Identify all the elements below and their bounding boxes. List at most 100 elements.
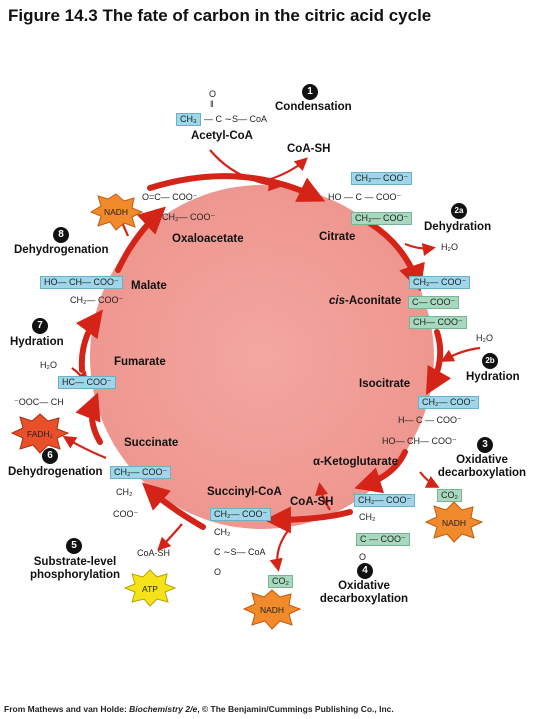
succinyl-coa-name: Succinyl-CoA — [207, 486, 282, 498]
step-7-badge: 7 — [32, 318, 48, 334]
cis-aconitate-name: cis-Aconitate — [329, 295, 401, 308]
alpha-symbol: α — [313, 456, 321, 468]
arrow-akg-to-succinylcoa — [263, 506, 353, 534]
fadh2-burst: FADH₂ — [10, 413, 70, 454]
succinate-name: Succinate — [124, 437, 179, 449]
aconitate-line3: CH— COO⁻ — [409, 316, 467, 329]
succinylcoa-line3: C ∼S— CoA — [214, 547, 266, 557]
fumarate-name: Fumarate — [114, 356, 166, 368]
nadh-bottom-label: NADH — [260, 605, 284, 615]
oxaloacetate-line2: CH₂— COO⁻ — [162, 212, 216, 222]
aconitate-suffix: -Aconitate — [345, 295, 402, 307]
nadh-burst-top: NADH — [89, 193, 144, 231]
central-disc — [90, 185, 434, 529]
akg-line4: O — [359, 552, 367, 562]
malate-name: Malate — [131, 280, 167, 292]
arrow-h2o-out — [404, 242, 436, 257]
credit-line: From Mathews and van Holde: Biochemistry… — [4, 704, 394, 714]
akg-line2: CH₂ — [359, 512, 376, 522]
figure-title: Figure 14.3 The fate of carbon in the ci… — [8, 6, 432, 25]
arrow-acetylcoa-in — [209, 149, 282, 192]
nadh-top-label: NADH — [104, 207, 128, 217]
coash-top: CoA-SH — [287, 143, 331, 155]
step-7-label: Hydration — [10, 336, 64, 348]
succinylcoa-line4: O — [214, 567, 222, 577]
succinylcoa-line1: CH₂— COO⁻ — [210, 508, 272, 521]
arrow-coa-in-mid — [315, 482, 331, 511]
co2-bottom: CO₂ — [268, 575, 293, 588]
fadh2-label: FADH₂ — [27, 429, 53, 439]
ketoglutarate-suffix: -Ketoglutarate — [320, 456, 399, 468]
akg-line3: C — COO⁻ — [356, 533, 410, 546]
isocitrate-line1: CH₂— COO⁻ — [418, 396, 480, 409]
step-1-badge: 1 — [302, 84, 318, 100]
nadh-burst-bottom: NADH — [242, 589, 302, 630]
atp-label: ATP — [142, 584, 158, 594]
arrow-malate-to-oaa — [115, 206, 166, 273]
malate-line2: CH₂— COO⁻ — [70, 295, 124, 305]
acetyl-ch3: CH₃ — [176, 113, 201, 126]
arrow-fumarate-to-malate — [75, 309, 103, 373]
akg-line1: CH₂— COO⁻ — [354, 494, 416, 507]
atp-burst: ATP — [123, 569, 177, 607]
malate-line1: HO— CH— COO⁻ — [40, 276, 123, 289]
fumarate-line2: ⁻OOC— CH — [14, 397, 64, 407]
fumarate-line1: HC— COO⁻ — [58, 376, 116, 389]
isocitrate-line3: HO— CH— COO⁻ — [382, 436, 457, 446]
step-4-badge: 4 — [357, 563, 373, 579]
citrate-name: Citrate — [319, 231, 356, 243]
isocitrate-line2: H— C — COO⁻ — [398, 415, 462, 425]
acetyl-coa-name: Acetyl-CoA — [191, 130, 253, 142]
arrow-coash-out-top — [267, 157, 308, 182]
arrow-isocitrate-to-akg — [354, 449, 408, 494]
succinate-line2: CH₂ — [116, 487, 133, 497]
step-6-label: Dehydrogenation — [8, 466, 103, 478]
step-2b-label: Hydration — [466, 371, 520, 383]
credit-suffix: , © The Benjamin/Cummings Publishing Co.… — [197, 704, 394, 714]
coash-left: CoA-SH — [137, 548, 171, 558]
arrow-h2o-in — [440, 346, 481, 362]
arrow-co2-out-bottom — [269, 527, 291, 572]
step-4-label: Oxidative decarboxylation — [319, 580, 409, 605]
arrow-fadh2-out — [62, 435, 107, 460]
arrow-succinylcoa-to-succinate — [142, 482, 206, 530]
coash-mid: CoA-SH — [290, 496, 334, 508]
citrate-line3: CH₂— COO⁻ — [351, 212, 413, 225]
step-8-label: Dehydrogenation — [14, 244, 109, 256]
arrow-oaa-to-citrate — [147, 173, 326, 202]
h2o-dehydration: H₂O — [441, 242, 458, 252]
step-8-badge: 8 — [53, 227, 69, 243]
isocitrate-name: Isocitrate — [359, 378, 411, 390]
acetyl-double-bond: ‖ — [210, 99, 214, 109]
credit-book: Biochemistry 2/e — [129, 704, 198, 714]
step-3-label: Oxidative decarboxylation — [437, 454, 527, 479]
step-1-label: Condensation — [275, 101, 352, 113]
step-2a-badge: 2a — [451, 203, 467, 219]
h2o-hydration-right: H₂O — [476, 333, 493, 343]
step-5-badge: 5 — [66, 538, 82, 554]
arrow-aconitate-to-isocitrate — [425, 329, 452, 396]
step-5-label: Substrate-level phosphorylation — [29, 556, 121, 581]
arrow-coash-out-left — [157, 523, 183, 551]
citrate-line1: CH₂— COO⁻ — [351, 172, 413, 185]
succinate-line3: COO⁻ — [113, 509, 139, 519]
nadh-right-label: NADH — [442, 518, 466, 528]
citrate-line2: HO — C — COO⁻ — [328, 192, 402, 202]
cis-prefix: cis — [329, 295, 345, 307]
credit-prefix: From Mathews and van Holde: — [4, 704, 130, 714]
co2-right: CO₂ — [437, 489, 462, 502]
aconitate-line1: CH₂— COO⁻ — [409, 276, 471, 289]
aconitate-line2: C— COO⁻ — [408, 296, 460, 309]
succinate-line1: CH₂— COO⁻ — [110, 466, 172, 479]
h2o-hydration-left: H₂O — [40, 360, 57, 370]
nadh-burst-right: NADH — [424, 501, 484, 543]
oxaloacetate-name: Oxaloacetate — [172, 233, 244, 245]
acetyl-carbonyl-o: O — [209, 89, 217, 99]
alpha-ketoglutarate-name: α-Ketoglutarate — [313, 456, 398, 469]
arrow-succinate-to-fumarate — [75, 392, 103, 445]
acetyl-thioester: — C ∼S— CoA — [204, 114, 268, 124]
step-6-badge: 6 — [42, 448, 58, 464]
step-2b-badge: 2b — [482, 353, 498, 369]
